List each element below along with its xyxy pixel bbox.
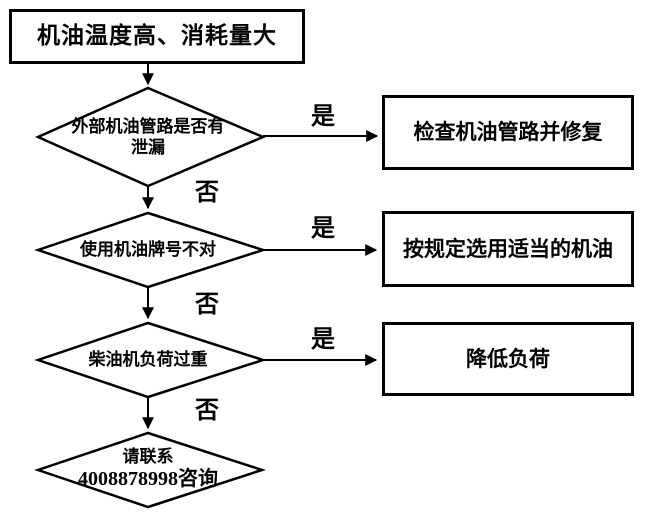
action-label-3: 降低负荷 xyxy=(466,346,550,371)
decision-question-1-line1: 外部机油管路是否有 xyxy=(71,116,225,136)
decision-question-3: 柴油机负荷过重 xyxy=(40,332,256,388)
end-diamond xyxy=(34,431,267,509)
start-box: 机油温度高、消耗量大 xyxy=(9,9,305,64)
decision-diamond-1 xyxy=(34,86,267,188)
end-node-text: 请联系 4008878998咨询 xyxy=(40,438,256,500)
action-box-1: 检查机油管路并修复 xyxy=(382,95,634,170)
action-label-1: 检查机油管路并修复 xyxy=(413,120,603,145)
decision-question-3-label: 柴油机负荷过重 xyxy=(88,350,208,370)
action-label-2: 按规定选用适当的机油 xyxy=(403,236,613,261)
no-label-3: 否 xyxy=(195,398,219,424)
decision-question-1-line2: 泄漏 xyxy=(131,138,165,157)
decision-question-2-label: 使用机油牌号不对 xyxy=(80,240,216,260)
yes-label-2: 是 xyxy=(311,216,335,242)
action-box-3: 降低负荷 xyxy=(382,322,634,396)
end-label-line2: 4008878998咨询 xyxy=(78,468,218,491)
yes-label-1: 是 xyxy=(311,104,335,130)
end-label-line1: 请联系 xyxy=(122,446,174,466)
no-label-2: 否 xyxy=(195,292,219,318)
action-box-2: 按规定选用适当的机油 xyxy=(382,211,634,287)
start-label: 机油温度高、消耗量大 xyxy=(37,23,277,49)
no-label-1: 否 xyxy=(195,180,219,206)
decision-question-1: 外部机油管路是否有 泄漏 xyxy=(40,96,256,178)
decision-diamond-2 xyxy=(34,211,268,289)
yes-label-3: 是 xyxy=(311,327,335,353)
decision-question-2: 使用机油牌号不对 xyxy=(40,222,256,278)
decision-diamond-3 xyxy=(34,321,268,399)
